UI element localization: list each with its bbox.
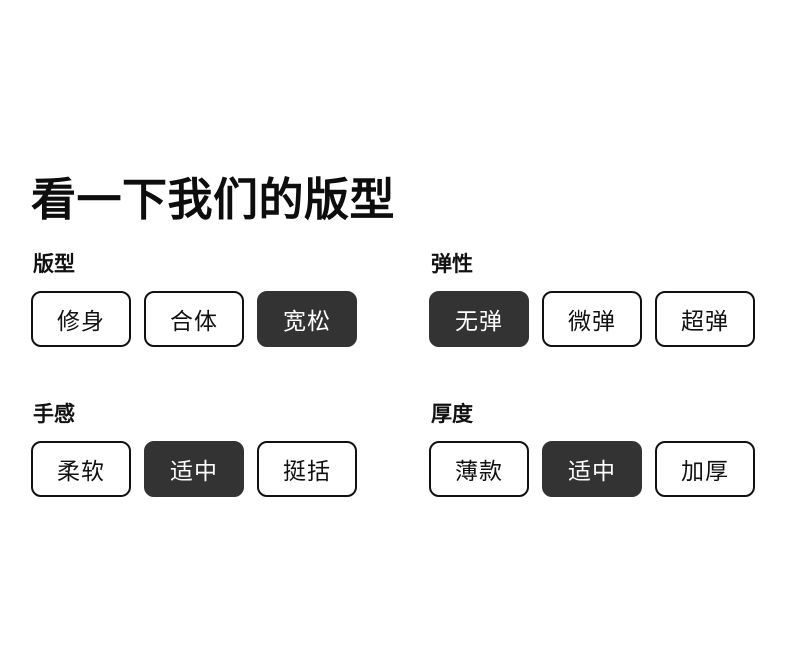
option-chip-thickness-2[interactable]: 加厚 bbox=[655, 441, 755, 497]
option-group-label: 手感 bbox=[33, 403, 75, 426]
page-title: 看一下我们的版型 bbox=[31, 174, 396, 226]
option-chip-elasticity-0[interactable]: 无弹 bbox=[429, 291, 529, 347]
option-group-label: 厚度 bbox=[431, 403, 473, 426]
option-chip-thickness-1[interactable]: 适中 bbox=[542, 441, 642, 497]
option-group-fit: 版型 修身 合体 宽松 bbox=[31, 252, 391, 347]
option-chip-elasticity-2[interactable]: 超弹 bbox=[655, 291, 755, 347]
option-row: 无弹 微弹 超弹 bbox=[429, 291, 789, 347]
option-chip-handfeel-0[interactable]: 柔软 bbox=[31, 441, 131, 497]
option-row: 薄款 适中 加厚 bbox=[429, 441, 789, 497]
option-chip-fit-1[interactable]: 合体 bbox=[144, 291, 244, 347]
option-group-thickness: 厚度 薄款 适中 加厚 bbox=[429, 402, 789, 497]
option-row: 柔软 适中 挺括 bbox=[31, 441, 391, 497]
option-group-handfeel: 手感 柔软 适中 挺括 bbox=[31, 402, 391, 497]
option-chip-fit-0[interactable]: 修身 bbox=[31, 291, 131, 347]
option-chip-handfeel-1[interactable]: 适中 bbox=[144, 441, 244, 497]
option-chip-thickness-0[interactable]: 薄款 bbox=[429, 441, 529, 497]
option-group-label: 版型 bbox=[33, 253, 75, 276]
option-chip-fit-2[interactable]: 宽松 bbox=[257, 291, 357, 347]
option-chip-elasticity-1[interactable]: 微弹 bbox=[542, 291, 642, 347]
option-group-label: 弹性 bbox=[431, 253, 473, 276]
option-group-elasticity: 弹性 无弹 微弹 超弹 bbox=[429, 252, 789, 347]
option-chip-handfeel-2[interactable]: 挺括 bbox=[257, 441, 357, 497]
option-row: 修身 合体 宽松 bbox=[31, 291, 391, 347]
